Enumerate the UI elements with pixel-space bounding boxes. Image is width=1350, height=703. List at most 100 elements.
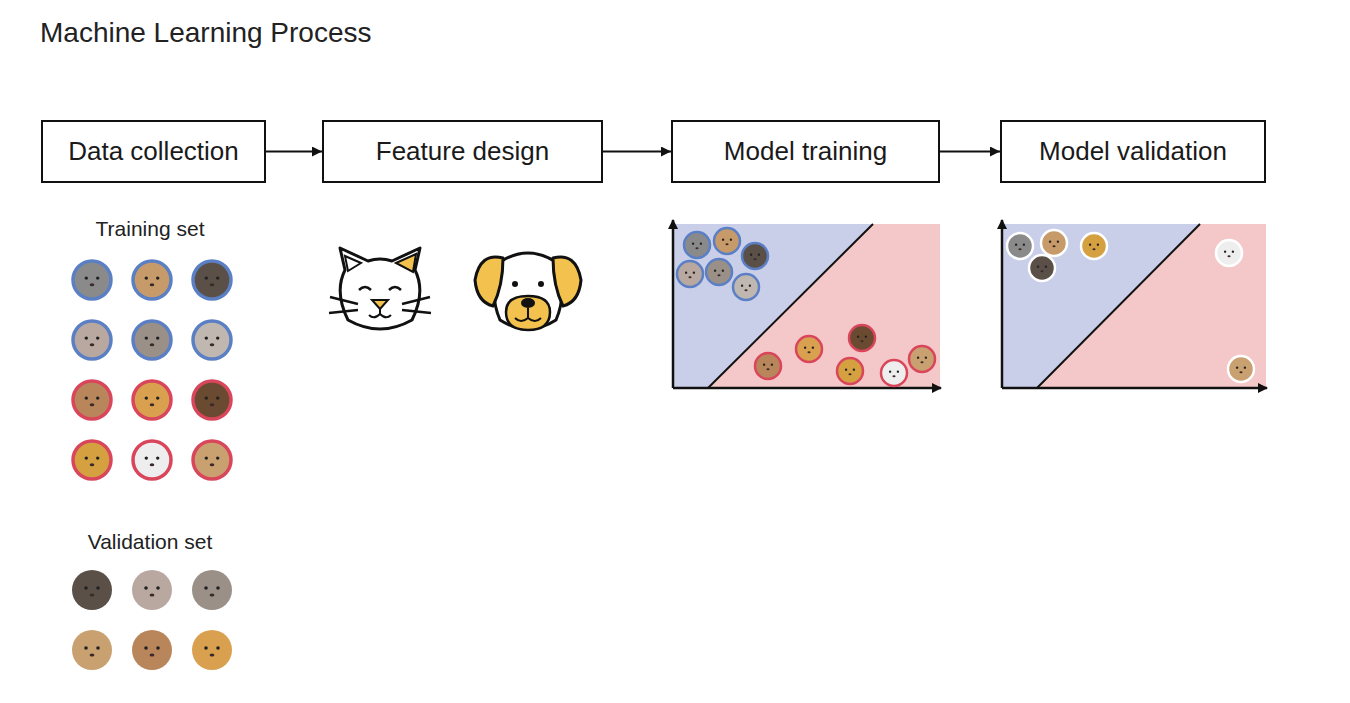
photo-eye [85,336,88,339]
cat-ear-patch [396,254,416,272]
cat-photo [684,232,710,258]
photo-eye [692,243,694,245]
photo-circle [192,570,232,610]
photo-eye [812,347,814,349]
box-label: Model validation [1039,136,1227,167]
box-label: Feature design [376,136,549,167]
photo-eye [763,364,765,366]
photo-circle [1007,233,1033,259]
scatter-plot [673,220,941,388]
dog-region [708,224,940,388]
photo-eye [205,336,208,339]
photo-eye [156,276,159,279]
dog-muzzle [506,296,550,330]
photo-nose [210,283,215,286]
photo-eye [156,586,160,590]
photo-eye [204,646,208,650]
cat-mouth [369,309,391,317]
cat-photo [733,274,759,300]
decision-boundary [1037,224,1200,388]
dog-photo [132,630,172,670]
photo-circle [742,243,768,269]
photo-eye [685,272,687,274]
cat-icon [329,248,431,329]
photo-circle [909,346,935,372]
photo-eye [1015,244,1017,246]
cat-photo [1029,255,1055,281]
photo-circle [133,441,171,479]
photo-eye [156,396,159,399]
photo-circle [193,381,231,419]
photo-circle [73,381,111,419]
photo-eye [144,586,148,590]
photo-nose [150,403,155,406]
photo-eye [204,586,208,590]
photo-eye [758,254,760,256]
photo-eye [1244,367,1246,369]
photo-eye [1045,266,1047,268]
photo-circle [193,261,231,299]
cat-photo [706,259,732,285]
photo-nose [725,243,728,245]
cat-photo [133,261,171,299]
photo-nose [1018,248,1021,250]
photo-circle [73,321,111,359]
photo-eye [96,586,100,590]
cat-photo [1007,233,1033,259]
dog-photo [193,441,231,479]
photo-eye [85,456,88,459]
photo-eye [1236,367,1238,369]
photo-eye [1023,244,1025,246]
photo-eye [145,396,148,399]
photo-eye [1089,244,1091,246]
photo-eye [925,357,927,359]
process-box: Model validation [1000,120,1266,183]
photo-eye [865,336,867,338]
photo-circle [684,232,710,258]
photo-eye [1224,251,1226,253]
photo-nose [753,258,756,260]
x-axis [1002,387,1267,390]
dog-photo [849,325,875,351]
photo-circle [796,336,822,362]
box-label: Model training [724,136,887,167]
dog-photo [133,381,171,419]
photo-eye [771,364,773,366]
flow-arrow [603,151,671,153]
photo-nose [717,274,720,276]
process-box: Data collection [41,120,266,183]
box-label: Data collection [68,136,239,167]
dog-photo [1228,356,1254,382]
photo-circle [706,259,732,285]
photo-eye [693,272,695,274]
dog-mouth [515,308,541,321]
photo-nose [744,289,747,291]
photo-eye [145,336,148,339]
dog-photo [193,381,231,419]
photo-circle [755,353,781,379]
photo-nose [848,373,851,375]
photo-circle [1081,233,1107,259]
flow-arrow [940,151,1000,153]
photo-eye [700,243,702,245]
dog-photo [73,381,111,419]
photo-eye [722,270,724,272]
dog-photo [133,441,171,479]
dog-photo [837,358,863,384]
dog-photo [192,630,232,670]
photo-eye [96,646,100,650]
photo-nose [150,593,155,596]
cat-photo [73,321,111,359]
photo-nose [210,653,215,656]
photo-eye [730,239,732,241]
photo-eye [857,336,859,338]
photo-eye [216,456,219,459]
photo-circle [133,381,171,419]
photo-circle [837,358,863,384]
photo-nose [210,343,215,346]
set-label: Training set [96,217,205,241]
y-axis [1001,220,1004,388]
photo-circle [73,261,111,299]
